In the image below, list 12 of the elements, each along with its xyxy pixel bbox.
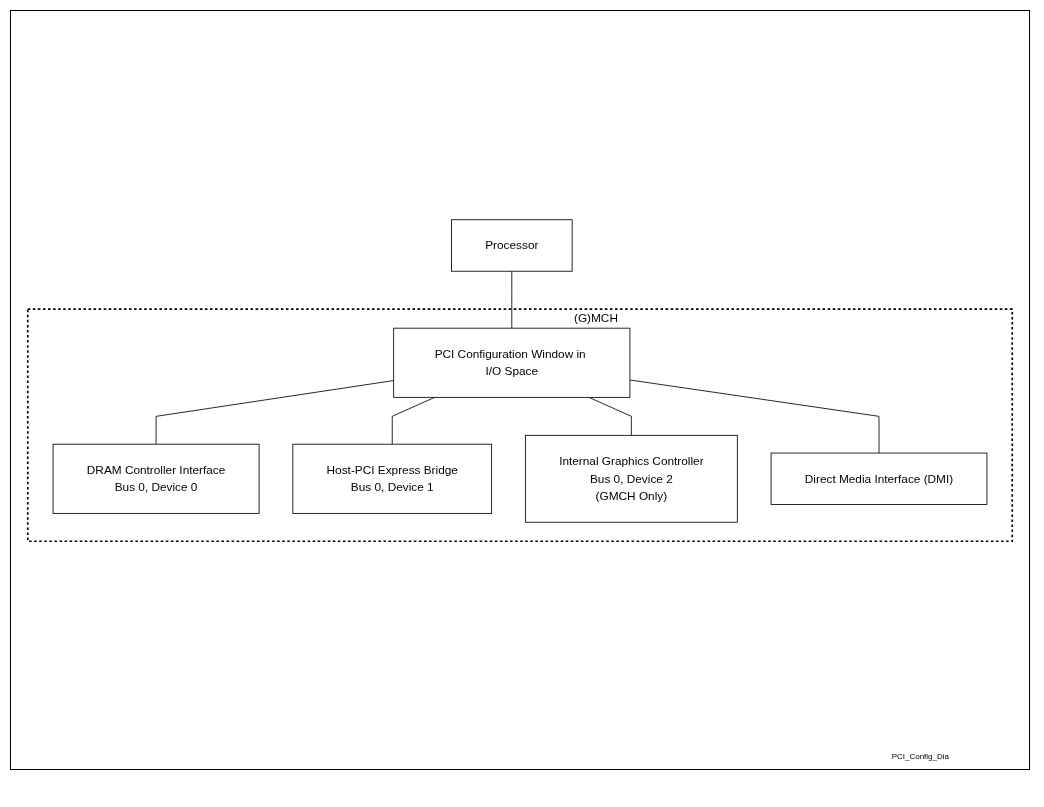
- connector: [629, 379, 880, 453]
- figure-id-label: PCI_Config_Dia: [891, 752, 949, 761]
- node-box: Direct Media Interface (DMI): [770, 452, 988, 505]
- node-box: Host-PCI Express Bridge Bus 0, Device 1: [292, 443, 493, 514]
- node-box: Internal Graphics Controller Bus 0, Device 2 (GMCH Only): [524, 434, 738, 523]
- connector: [155, 379, 395, 445]
- node-box: PCI Configuration Window in I/O Space: [393, 327, 631, 398]
- connector: [588, 396, 632, 436]
- node-box: Processor: [451, 218, 573, 272]
- connector: [391, 396, 436, 445]
- node-box: DRAM Controller Interface Bus 0, Device 0: [52, 443, 260, 514]
- connector: [511, 270, 513, 329]
